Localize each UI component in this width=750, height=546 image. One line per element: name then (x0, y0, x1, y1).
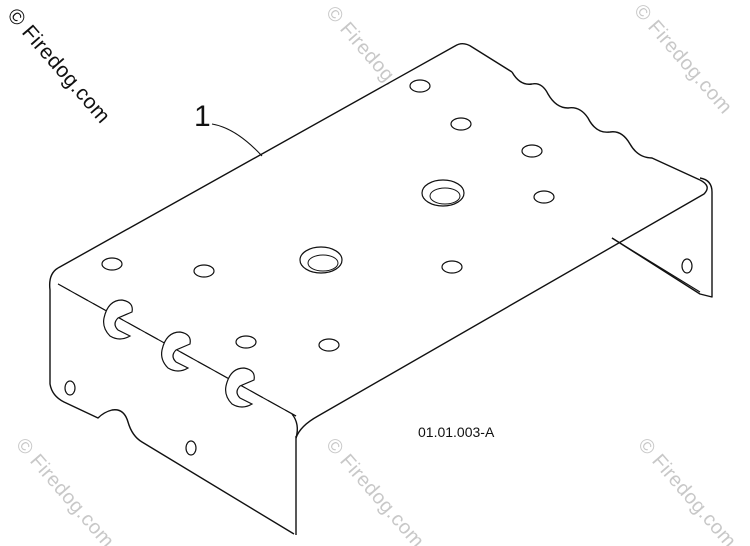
part-code-label: 01.01.003-A (418, 424, 495, 440)
hole (193, 264, 215, 278)
callout-leader (211, 123, 263, 157)
hole (533, 190, 555, 204)
top-plate-back-edge (57, 43, 513, 269)
slot-hole (225, 367, 255, 408)
hole (185, 440, 197, 456)
right-flange-edge (611, 177, 713, 298)
slot-hole (103, 299, 133, 340)
hole (521, 144, 543, 158)
large-hole (299, 246, 343, 274)
hole (101, 257, 123, 271)
hole (450, 117, 472, 131)
hole (64, 380, 76, 396)
hole (318, 338, 340, 352)
left-flange-edge (48, 267, 295, 535)
bend-line (57, 283, 297, 417)
hole (441, 260, 463, 274)
callout-number: 1 (194, 100, 211, 133)
top-plate (60, 45, 700, 417)
hole (235, 335, 257, 349)
top-plate-front-edge (295, 179, 708, 439)
top-plate-scallops (511, 71, 701, 181)
slot-hole (161, 331, 191, 372)
large-hole (421, 179, 465, 207)
hole (681, 258, 693, 274)
hole (409, 79, 431, 93)
